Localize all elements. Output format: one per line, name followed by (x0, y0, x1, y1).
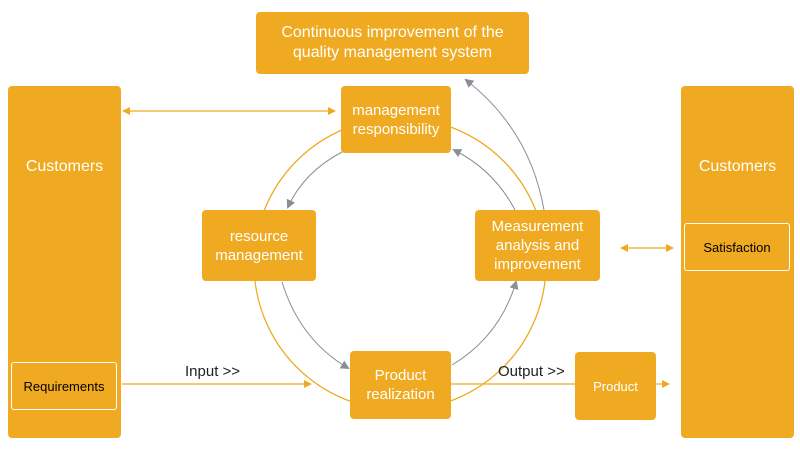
customers-left-column: Customers Requirements (8, 86, 121, 438)
customers-right-title: Customers (698, 158, 777, 175)
customers-left-title: Customers (25, 158, 104, 175)
measurement-analysis-box: Measurement analysis and improvement (475, 210, 600, 281)
output-label: Output >> (498, 363, 565, 380)
resource-line-1: resource (229, 227, 289, 245)
improvement-arrow (464, 78, 545, 211)
cycle-arrow-mgmt-to-resource (286, 151, 343, 209)
product-box: Product (575, 352, 656, 420)
product-realization-line-1: Product (374, 367, 427, 384)
product-realization-box: Product realization (350, 351, 451, 419)
title-line-2: quality management system (292, 44, 493, 61)
customers-right-column: Customers Satisfaction (681, 86, 794, 438)
cycle-arrow-product-to-measurement (451, 280, 519, 366)
satisfaction-box: Satisfaction (684, 223, 790, 271)
product-realization-line-2: realization (366, 386, 435, 403)
requirements-box: Requirements (11, 362, 117, 410)
input-label: Input >> (185, 363, 241, 380)
measurement-line-3: improvement (494, 256, 581, 273)
management-line-2: responsibility (352, 120, 440, 138)
measurement-line-2: analysis and (495, 237, 580, 254)
continuous-improvement-box: Continuous improvement of the quality ma… (256, 12, 529, 74)
title-line-1: Continuous improvement of the (281, 24, 504, 41)
management-responsibility-box: management responsibility (341, 86, 451, 153)
resource-line-2: management (215, 246, 303, 264)
cycle-arrow-resource-to-product (281, 281, 350, 370)
management-line-1: management (352, 101, 440, 119)
cycle-arrow-measurement-to-mgmt (452, 149, 516, 211)
measurement-line-1: Measurement (491, 218, 584, 235)
resource-management-box: resource management (202, 210, 316, 281)
